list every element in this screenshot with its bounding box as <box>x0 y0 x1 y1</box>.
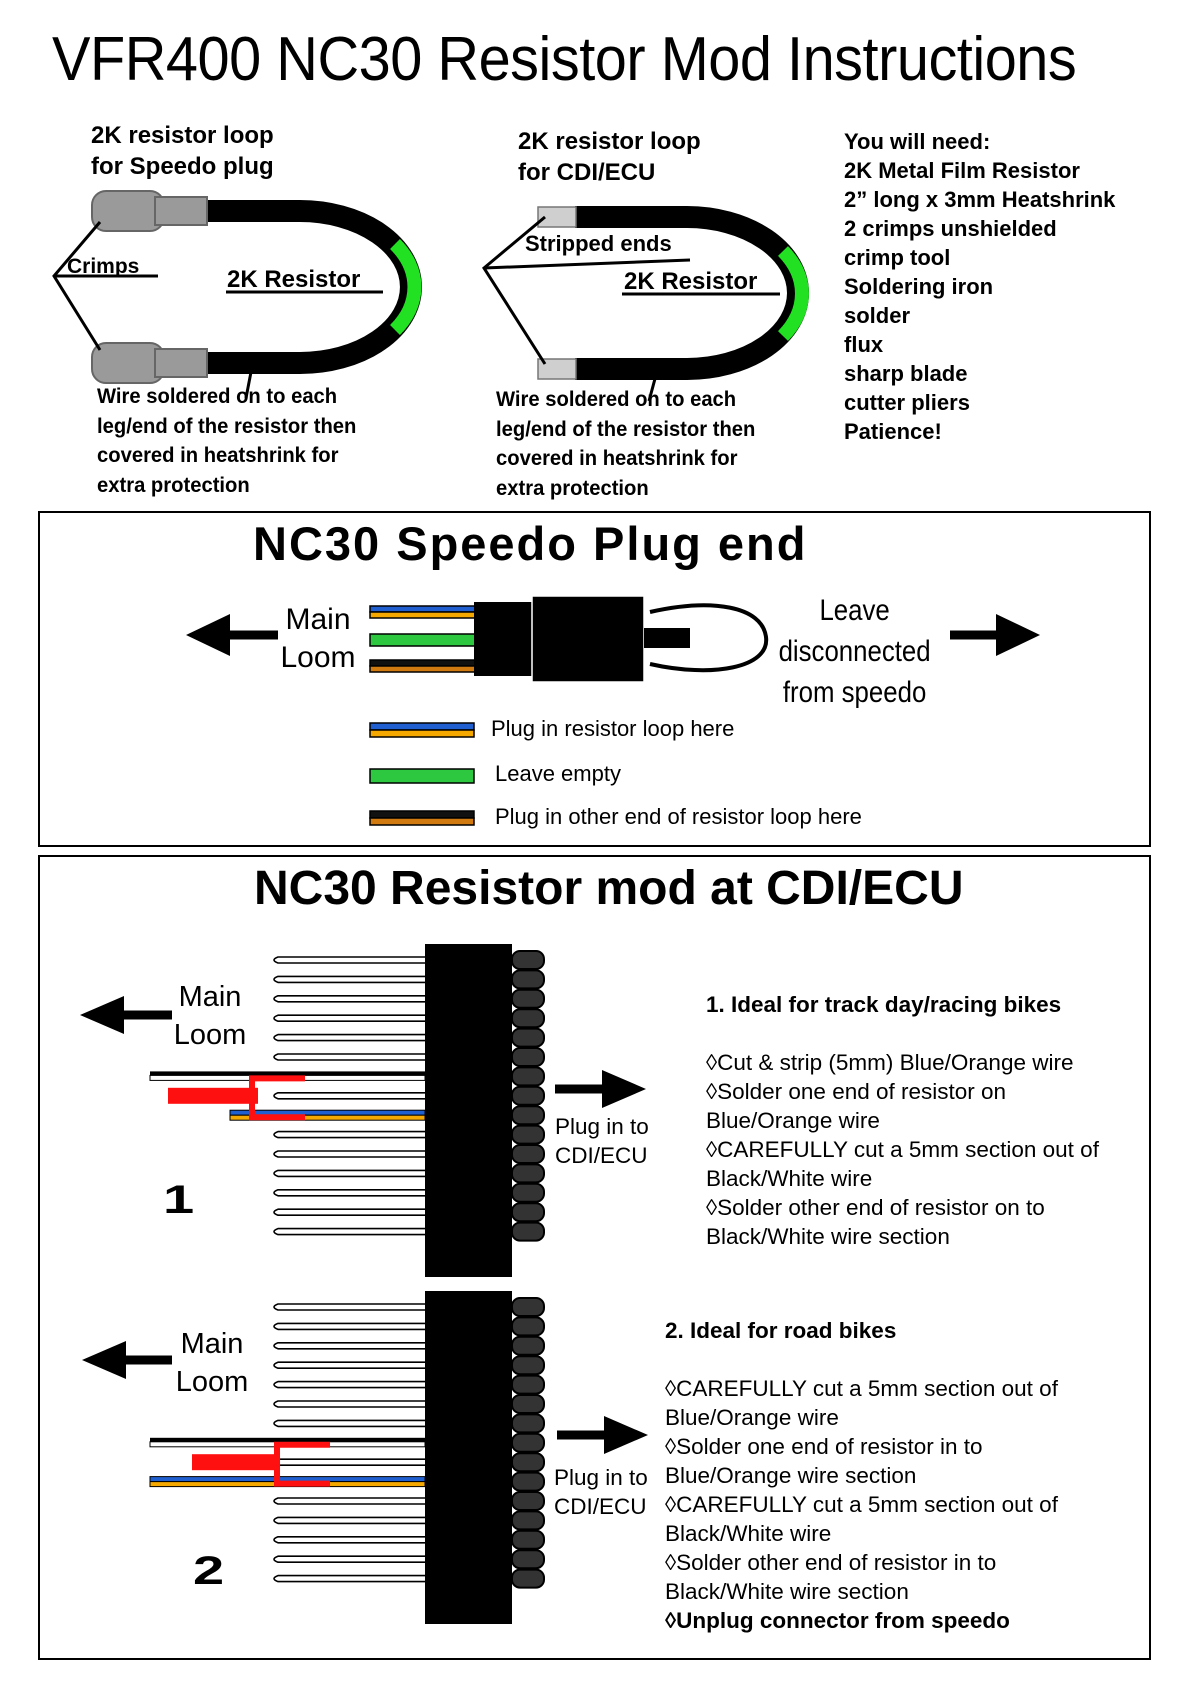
speedo-panel-title: NC30 Speedo Plug end <box>253 517 808 570</box>
cdi-loop-heading: 2K resistor loop for CDI/ECU <box>518 126 701 188</box>
main-loom-line: Main <box>180 1328 244 1360</box>
speedo-resistor-label: 2K Resistor <box>227 266 361 293</box>
instructions-heading: 2. Ideal for road bikes <box>665 1318 897 1343</box>
legend-text: Plug in resistor loop here <box>491 716 735 741</box>
instruction-line: Black/White wire <box>665 1521 832 1546</box>
instruction-line: Blue/Orange wire <box>706 1108 880 1133</box>
instruction-line: ◊CAREFULLY cut a 5mm section out of <box>665 1376 1058 1401</box>
speedo-plug-panel <box>38 511 1151 847</box>
cdi-panel-title: NC30 Resistor mod at CDI/ECU <box>254 862 964 915</box>
plug-in-line: Plug in to <box>555 1114 649 1139</box>
need-item: solder <box>844 303 911 328</box>
legend-text: Plug in other end of resistor loop here <box>495 804 862 829</box>
cdi1-main-loom-label: Main Loom <box>168 978 252 1054</box>
need-item: 2 crimps unshielded <box>844 216 1057 241</box>
instruction-line: ◊CAREFULLY cut a 5mm section out of <box>665 1492 1058 1517</box>
you-will-need-heading: You will need: <box>844 129 991 154</box>
legend-text: Leave empty <box>495 761 621 786</box>
instruction-line: ◊Cut & strip (5mm) Blue/Orange wire <box>706 1050 1074 1075</box>
stripped-ends-label: Stripped ends <box>525 231 672 256</box>
note-line: Wire soldered on to each <box>97 384 338 408</box>
speedo-resistor-loop <box>52 190 422 399</box>
need-item: Patience! <box>844 419 942 444</box>
spacer <box>665 1345 1058 1374</box>
leave-disconnected-label: Leave disconnected from speedo <box>760 590 949 713</box>
instruction-line: ◊Solder other end of resistor on to <box>706 1195 1045 1220</box>
speedo-loop-heading-line: 2K resistor loop <box>91 122 274 149</box>
main-loom-line: Loom <box>173 1019 247 1051</box>
need-item: sharp blade <box>844 361 968 386</box>
note-line: covered in heatshrink for <box>97 443 339 467</box>
speedo-loop-heading: 2K resistor loop for Speedo plug <box>91 120 274 182</box>
instruction-line: Blue/Orange wire section <box>665 1463 917 1488</box>
note-line: leg/end of the resistor then <box>97 413 357 438</box>
note-line: leg/end of the resistor then <box>496 416 756 441</box>
speedo-loop-note: Wire soldered on to each leg/end of the … <box>97 382 356 500</box>
crimps-label: Crimps <box>67 255 140 278</box>
cdi-resistor-label: 2K Resistor <box>624 268 758 295</box>
note-line: Wire soldered on to each <box>496 387 737 411</box>
diagram-number-1: 1 <box>163 1178 195 1222</box>
spacer <box>706 1019 1099 1048</box>
cdi-loop-note: Wire soldered on to each leg/end of the … <box>496 385 755 503</box>
need-item: 2” long x 3mm Heatshrink <box>844 187 1116 212</box>
instruction-line: ◊Solder one end of resistor on <box>706 1079 1007 1104</box>
plug-in-line: Plug in to <box>554 1465 648 1490</box>
main-loom-line: Loom <box>175 1366 249 1398</box>
instruction-line: Black/White wire <box>706 1166 873 1191</box>
crimp-bottom <box>91 342 208 384</box>
cdi2-plug-in-label: Plug in to CDI/ECU <box>554 1463 648 1521</box>
need-item: 2K Metal Film Resistor <box>844 158 1080 183</box>
leave-disconnected-line: Leave disconnected <box>778 594 931 668</box>
instructions-heading: 1. Ideal for track day/racing bikes <box>706 992 1062 1017</box>
need-item: cutter pliers <box>844 390 970 415</box>
page-title: VFR400 NC30 Resistor Mod Instructions <box>52 25 1077 94</box>
note-line: extra protection <box>97 472 250 497</box>
cdi2-instructions: 2. Ideal for road bikes ◊CAREFULLY cut a… <box>665 1316 1058 1635</box>
need-item: flux <box>844 332 884 357</box>
main-loom-line: Main <box>285 603 351 636</box>
cdi-ecu-panel <box>38 855 1151 1660</box>
need-item: crimp tool <box>844 245 951 270</box>
need-item: Soldering iron <box>844 274 994 299</box>
crimp-top <box>91 190 208 232</box>
instruction-line: Black/White wire section <box>665 1579 909 1604</box>
plug-in-line: CDI/ECU <box>555 1143 648 1168</box>
instruction-line: ◊Solder one end of resistor in to <box>665 1434 983 1459</box>
note-line: covered in heatshrink for <box>496 446 738 470</box>
speedo-loop-heading-line: for Speedo plug <box>91 153 274 180</box>
plug-in-line: CDI/ECU <box>554 1494 647 1519</box>
speedo-main-loom-label: Main Loom <box>278 601 358 677</box>
cdi-loop-heading-line: for CDI/ECU <box>518 159 656 186</box>
cdi1-plug-in-label: Plug in to CDI/ECU <box>555 1112 649 1170</box>
cdi-loop-heading-line: 2K resistor loop <box>518 128 701 155</box>
instruction-line: Black/White wire section <box>706 1224 950 1249</box>
diagram-number-2: 2 <box>193 1549 225 1593</box>
instruction-line: ◊Solder other end of resistor in to <box>665 1550 997 1575</box>
instruction-line: ◊CAREFULLY cut a 5mm section out of <box>706 1137 1099 1162</box>
cdi2-main-loom-label: Main Loom <box>170 1325 254 1401</box>
leave-disconnected-line: from speedo <box>782 676 927 709</box>
cdi1-instructions: 1. Ideal for track day/racing bikes ◊Cut… <box>706 990 1099 1251</box>
main-loom-line: Loom <box>280 641 356 674</box>
instruction-line: Blue/Orange wire <box>665 1405 839 1430</box>
main-loom-line: Main <box>178 981 242 1013</box>
note-line: extra protection <box>496 475 649 500</box>
you-will-need-list: You will need: 2K Metal Film Resistor 2”… <box>844 127 1115 446</box>
instruction-line-final: ◊Unplug connector from speedo <box>665 1608 1010 1633</box>
